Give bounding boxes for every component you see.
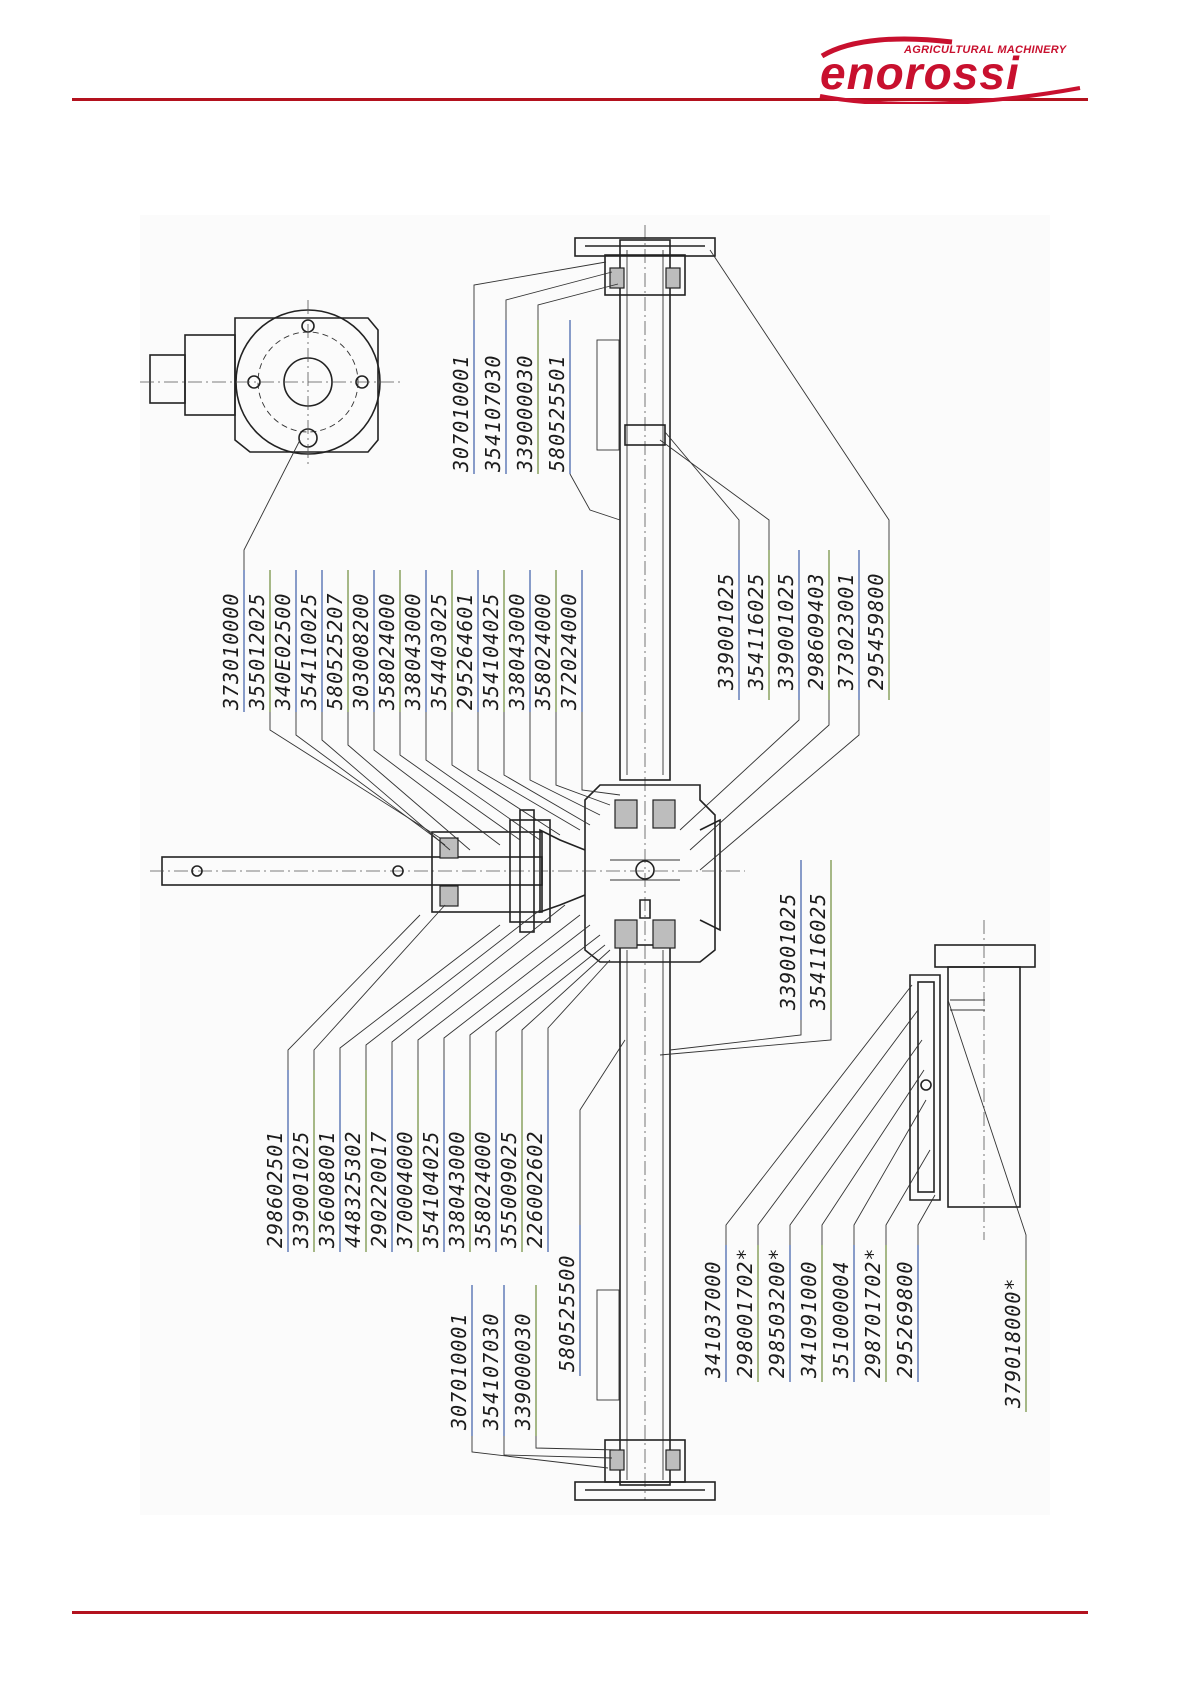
logo-swoosh-icon (819, 36, 1081, 104)
labels-middle-right: 339001025 354116025 (659, 860, 832, 1056)
part-number: 373023001 (834, 573, 858, 691)
part-number: 307010001 (447, 1313, 471, 1431)
logo-tagline: AGRICULTURAL MACHINERY (904, 44, 1067, 56)
labels-bottom-right-detail: 341037000 298001702* 298503200* 34109100… (701, 984, 1027, 1412)
part-number: 298701702* (861, 1248, 885, 1378)
part-number: 339001025 (289, 1131, 313, 1249)
logo-brand: enorossi (820, 47, 1020, 99)
part-number: 338043000 (401, 593, 425, 711)
part-number: 358024000 (531, 593, 555, 711)
part-number: 354104025 (479, 593, 503, 711)
part-number: 354116025 (744, 573, 768, 691)
part-number: 370004000 (393, 1131, 417, 1249)
part-number: 307010001 (449, 355, 473, 473)
labels-top-right: 307010001 354107030 339000030 580525501 (449, 261, 621, 521)
header-rule (72, 98, 1088, 101)
gearbox-side-view (140, 300, 400, 465)
part-number: 339001025 (714, 573, 738, 691)
part-number: 580525207 (323, 593, 347, 710)
footer-rule (72, 1611, 1088, 1614)
labels-top-far-right: 339001025 354116025 339001025 298609403 … (659, 249, 890, 871)
part-number: 295264601 (453, 593, 477, 710)
part-number: 303008200 (349, 593, 373, 711)
part-number: 354110025 (297, 593, 321, 711)
part-number: 341091000 (797, 1261, 821, 1379)
part-number: 339001025 (774, 573, 798, 691)
part-number: 354403025 (427, 593, 451, 711)
part-number: 340E02500 (271, 593, 295, 711)
part-number: 295459800 (864, 573, 888, 690)
gearbox (150, 784, 745, 963)
part-number: 355012025 (245, 593, 269, 711)
detail-view (909, 920, 1036, 1240)
part-number: 354104025 (419, 1131, 443, 1249)
drawing-panel (140, 215, 1050, 1515)
part-number: 358024000 (471, 1131, 495, 1249)
labels-top-center: 373010000 355012025 340E02500 354110025 … (219, 439, 621, 851)
part-number: 379018000* (1001, 1278, 1025, 1409)
part-number: 580525500 (555, 1255, 579, 1372)
part-number: 290220017 (367, 1131, 391, 1248)
part-number: 355009025 (497, 1131, 521, 1249)
axle-assembly (574, 225, 716, 1501)
enorossi-logo: AGRICULTURAL MACHINERY enorossi (812, 34, 1090, 104)
part-number: 351000004 (829, 1261, 853, 1379)
part-number: 373010000 (219, 593, 243, 711)
part-number: 339000030 (513, 355, 537, 473)
part-number: 341037000 (701, 1261, 725, 1379)
part-number: 354107030 (479, 1313, 503, 1431)
part-number: 298602501 (263, 1131, 287, 1248)
labels-bottom-left: 307010001 354107030 339000030 580525500 (447, 1039, 626, 1469)
part-number: 298001702* (733, 1248, 757, 1378)
part-number: 338043000 (445, 1131, 469, 1249)
part-number: 448325302 (341, 1131, 365, 1248)
part-number: 580525501 (545, 355, 569, 472)
part-number: 339001025 (776, 893, 800, 1011)
part-number: 295269800 (893, 1261, 917, 1378)
part-number: 338043000 (505, 593, 529, 711)
part-number: 372024000 (557, 593, 581, 711)
part-number: 226002602 (523, 1131, 547, 1248)
part-number: 354107030 (481, 355, 505, 473)
part-number: 354116025 (806, 893, 830, 1011)
part-number: 339000030 (511, 1313, 535, 1431)
part-number: 336008001 (315, 1131, 339, 1249)
labels-bottom-center: 298602501 339001025 336008001 448325302 … (263, 904, 611, 1252)
part-number: 358024000 (375, 593, 399, 711)
part-number: 298503200* (765, 1248, 789, 1378)
part-number: 298609403 (804, 573, 828, 690)
